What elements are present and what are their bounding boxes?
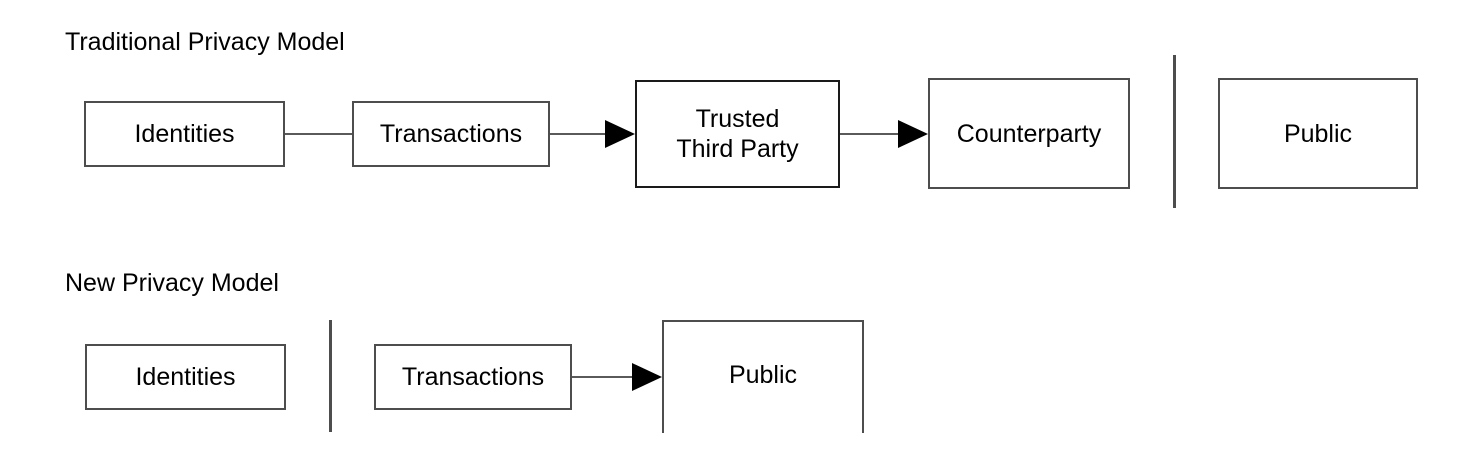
node-label: Public: [728, 360, 798, 389]
arrowhead-icon: [898, 120, 928, 148]
node-label: Counterparty: [956, 119, 1102, 148]
connector-identities-to-transactions: [285, 133, 352, 135]
node-label: Identities: [135, 363, 236, 391]
connector-transactions-to-trusted-third-party: [550, 133, 606, 135]
node-public-traditional[interactable]: Public: [1218, 78, 1418, 189]
node-label: Public: [1283, 119, 1353, 148]
node-trusted-third-party[interactable]: Trusted Third Party: [635, 80, 840, 188]
arrowhead-icon: [605, 120, 635, 148]
node-identities-new[interactable]: Identities: [85, 344, 286, 410]
divider-new: [329, 320, 332, 432]
divider-traditional: [1173, 55, 1176, 208]
node-label: Transactions: [379, 120, 523, 148]
section-title-traditional: Traditional Privacy Model: [65, 28, 345, 56]
node-label: Trusted Third Party: [676, 105, 799, 163]
node-counterparty[interactable]: Counterparty: [928, 78, 1130, 189]
node-label: Transactions: [401, 363, 545, 391]
node-label: Identities: [134, 120, 235, 148]
connector-transactions-to-public: [572, 376, 632, 378]
section-title-new: New Privacy Model: [65, 269, 279, 297]
node-transactions-new[interactable]: Transactions: [374, 344, 572, 410]
connector-trusted-third-party-to-counterparty: [840, 133, 898, 135]
node-transactions-traditional[interactable]: Transactions: [352, 101, 550, 167]
node-public-new[interactable]: Public: [662, 320, 864, 433]
node-identities-traditional[interactable]: Identities: [84, 101, 285, 167]
arrowhead-icon: [632, 363, 662, 391]
